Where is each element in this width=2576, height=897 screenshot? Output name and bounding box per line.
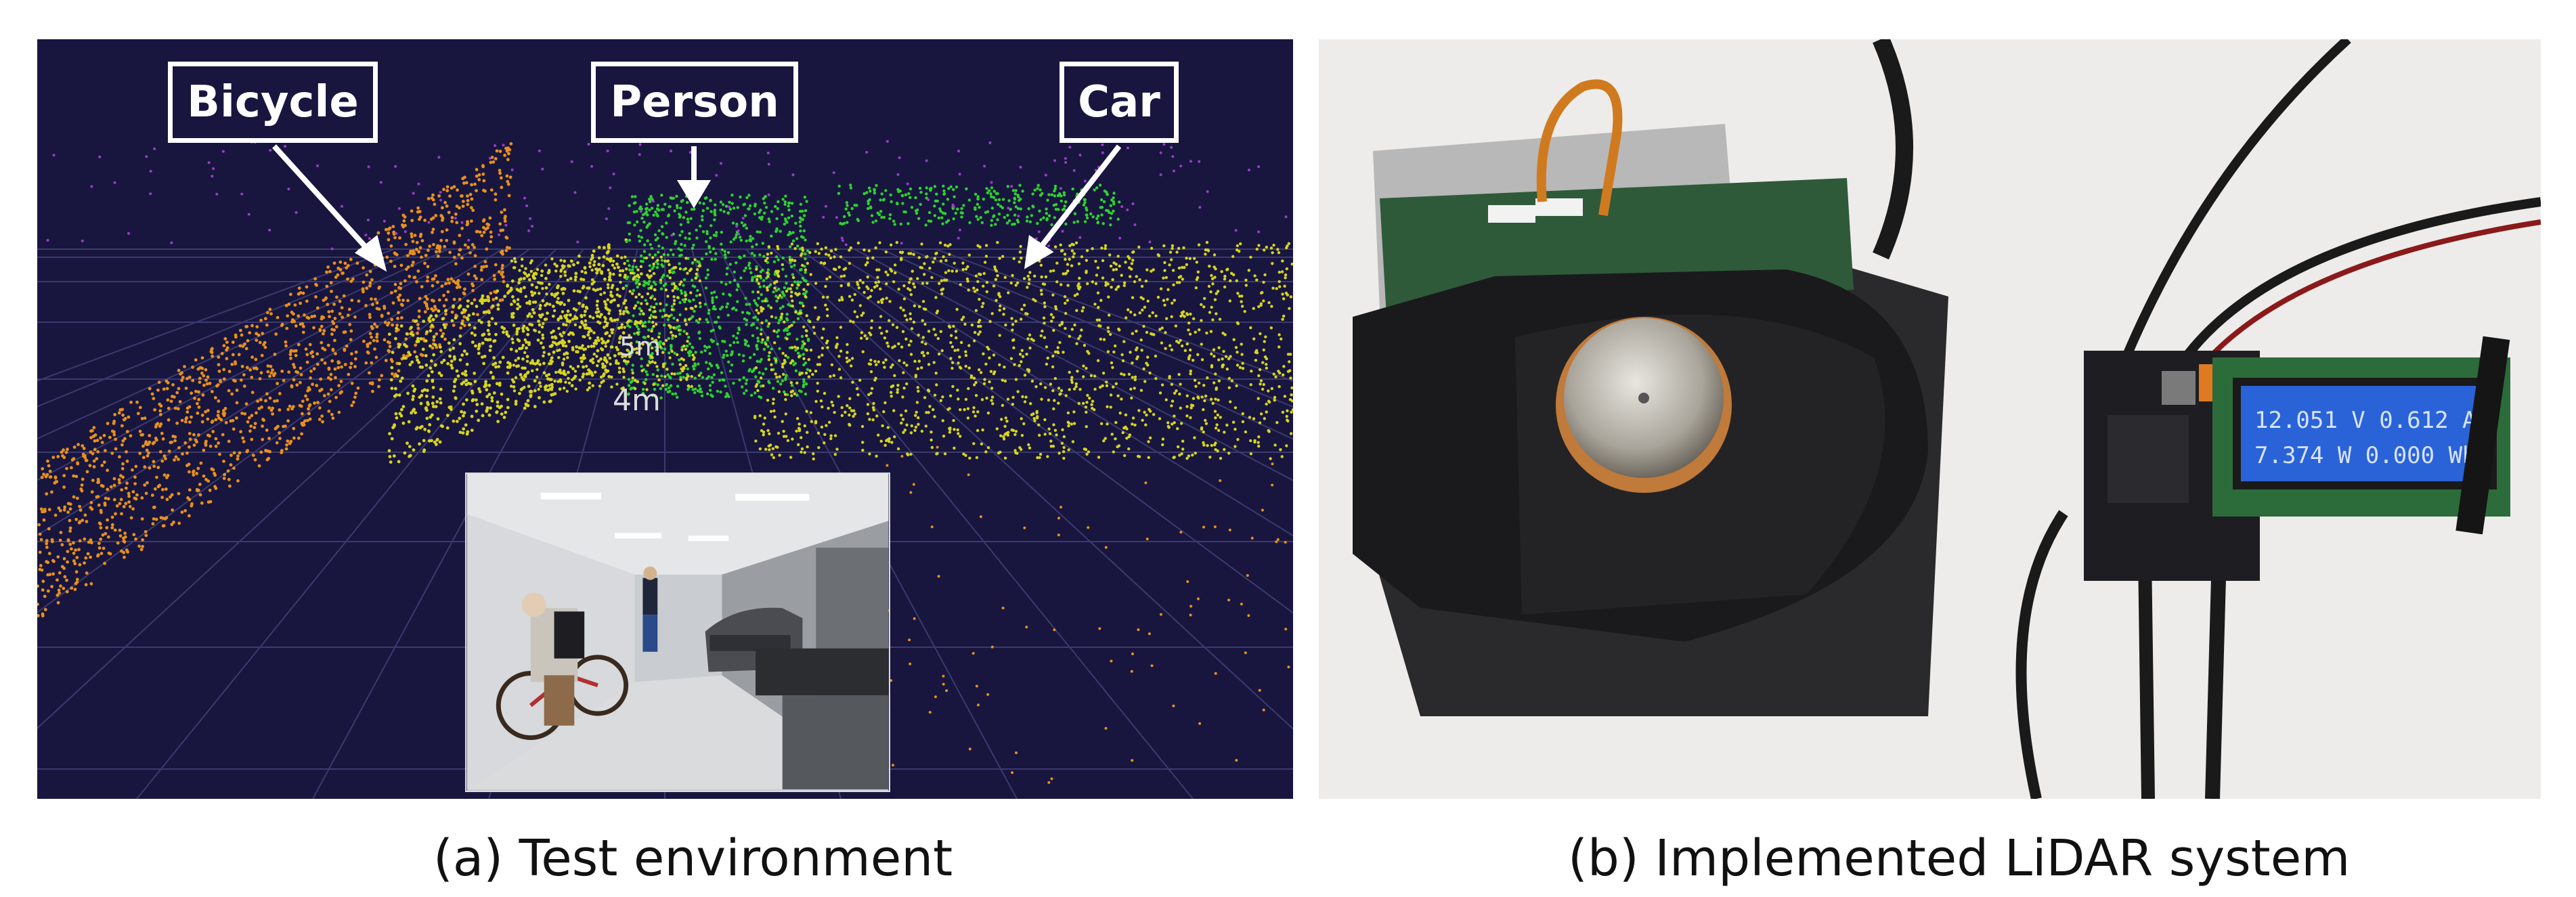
pointcloud-view <box>37 139 1293 799</box>
person-label: Person <box>591 62 798 143</box>
lcd-line-1: 12.051 V 0.612 A <box>2254 407 2476 434</box>
background-pointcloud <box>46 139 1290 784</box>
car-label: Car <box>1060 62 1179 143</box>
bicycle-arrowhead <box>354 235 387 272</box>
person-pointcloud <box>509 194 810 399</box>
car-arrowhead <box>1024 235 1054 269</box>
person-arrowhead <box>676 180 712 209</box>
car-pointcloud <box>753 183 1293 461</box>
lcd-line-2: 7.374 W 0.000 Wh <box>2254 442 2476 469</box>
bicycle-label: Bicycle <box>168 62 378 143</box>
distance-marker-5m: 5m <box>619 332 661 362</box>
caption-test-environment: (a) Test environment <box>433 829 953 888</box>
bicycle-arrow <box>272 144 376 258</box>
distance-marker-4m: 4m <box>613 383 661 418</box>
lidar-hardware-photo: 12.051 V 0.612 A 7.374 W 0.000 Wh <box>1319 39 2541 799</box>
lidar-hardware-illustration: 12.051 V 0.612 A 7.374 W 0.000 Wh <box>1319 39 2541 799</box>
test-room-photo <box>465 473 890 792</box>
caption-lidar-system: (b) Implemented LiDAR system <box>1568 829 2351 888</box>
car-arrow <box>1036 144 1122 251</box>
pointcloud-panel: Bicycle Person Car 5m 4m <box>37 39 1293 799</box>
bicycle-pointcloud <box>37 142 628 617</box>
